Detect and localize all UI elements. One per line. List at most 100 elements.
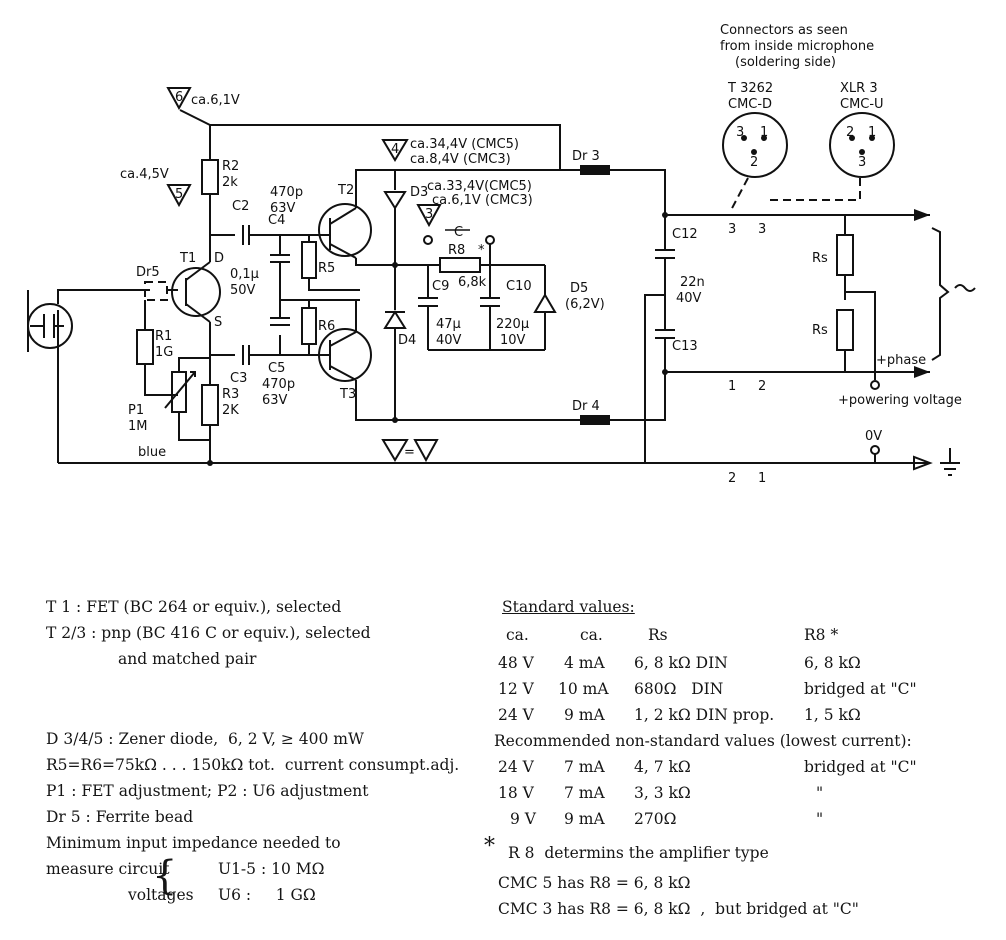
test-point-3-icon [416, 204, 442, 228]
std-voltage: 48 V [498, 654, 534, 672]
rec-voltage: 18 V [498, 784, 534, 802]
resistor-rs-bottom [836, 309, 854, 351]
std-current: 9 mA [564, 706, 605, 724]
tri-label-6: 6 [175, 90, 183, 105]
test-point-5-icon [166, 184, 192, 208]
capacitor-c12 [655, 215, 675, 295]
label-c4: C4 [268, 213, 285, 228]
brace-icon: { [152, 853, 178, 899]
std-rs: 6, 8 kΩ DIN [634, 654, 728, 672]
recommended-heading: Recommended non-standard values (lowest … [494, 732, 912, 750]
test-point-4-icon [381, 139, 409, 162]
c10-voltage: 10V [500, 333, 526, 348]
resistor-r1 [136, 329, 154, 365]
label-powering-voltage: +powering voltage [838, 393, 962, 408]
resistor-r3 [201, 384, 219, 426]
pin-label: 3 [736, 125, 744, 140]
value-r2: 2k [222, 175, 238, 190]
pin-2-ground: 2 [728, 471, 736, 486]
tri-label-4: 4 [391, 142, 399, 157]
tri-label-5: 5 [175, 187, 183, 202]
zener-d5 [533, 265, 557, 350]
label-dr4: Dr 4 [572, 399, 600, 414]
label-c12: C12 [672, 227, 698, 242]
connector-t3262-icon [722, 112, 788, 178]
c5-voltage: 63V [262, 393, 288, 408]
rec-rs: 3, 3 kΩ [634, 784, 691, 802]
note-t1: T 1 : FET (BC 264 or equiv.), selected [46, 598, 342, 616]
capacitor-c9 [418, 265, 438, 350]
pin-label: 2 [846, 125, 854, 140]
ref-triangle-icon [381, 439, 409, 462]
rec-voltage: 9 V [510, 810, 536, 828]
connector-note-2: from inside microphone [720, 39, 874, 54]
std-rs: 1, 2 kΩ DIN prop. [634, 706, 775, 724]
rec-current: 7 mA [564, 784, 605, 802]
pin-label: 1 [760, 125, 768, 140]
label-c5: C5 [268, 361, 285, 376]
connector-note-1: Connectors as seen [720, 23, 848, 38]
ground-icon [940, 448, 960, 476]
capacitor-c10 [480, 265, 500, 350]
pin-1: 1 [728, 379, 736, 394]
r8-star: * [478, 243, 485, 258]
resistor-r2 [201, 159, 219, 195]
connector-left-name: T 3262 [727, 81, 773, 96]
test-point-6-icon [166, 87, 192, 111]
rec-current: 9 mA [564, 810, 605, 828]
choke-dr4 [580, 415, 610, 425]
label-c-bridge: C [454, 225, 463, 240]
connector-left-type: CMC-D [728, 97, 772, 112]
c5-value: 470p [262, 377, 295, 392]
label-c3: C3 [230, 371, 247, 386]
label-r6: R6 [318, 319, 335, 334]
std-rs: 680Ω DIN [634, 680, 724, 698]
col-ca-voltage: ca. [506, 626, 529, 644]
value-r8: 6,8k [458, 275, 487, 290]
pin-label: 1 [868, 125, 876, 140]
standard-heading: Standard values: [502, 598, 635, 616]
std-r8: bridged at "C" [804, 680, 917, 698]
cmid-voltage: 50V [230, 283, 256, 298]
connector-note-3: (soldering side) [735, 55, 836, 70]
voltage-6: ca.6,1V [191, 93, 240, 108]
label-r8: R8 [448, 243, 465, 258]
voltage-4-cmc5: ca.34,4V (CMC5) [410, 137, 519, 152]
pin-1-ground: 1 [758, 471, 766, 486]
choke-dr3 [580, 165, 610, 175]
voltage-3-cmc3: ca.6,1V (CMC3) [432, 193, 533, 208]
value-r1: 1G [155, 345, 173, 360]
std-r8: 6, 8 kΩ [804, 654, 861, 672]
pin-3a: 3 [728, 222, 736, 237]
note-voltages: voltages [128, 886, 194, 904]
note-u6: U6 : 1 GΩ [218, 886, 316, 904]
note-cmc5: CMC 5 has R8 = 6, 8 kΩ [498, 874, 691, 892]
note-zener: D 3/4/5 : Zener diode, 6, 2 V, ≥ 400 mW [46, 730, 364, 748]
label-t3: T3 [339, 387, 356, 402]
label-p1: P1 [128, 403, 144, 418]
label-c9: C9 [432, 279, 449, 294]
std-voltage: 24 V [498, 706, 534, 724]
label-rs-bottom: Rs [812, 323, 828, 338]
rec-current: 7 mA [564, 758, 605, 776]
std-voltage: 12 V [498, 680, 534, 698]
note-measure: measure circuit [46, 860, 170, 878]
voltage-3-cmc5: ca.33,4V(CMC5) [427, 179, 532, 194]
label-rs-top: Rs [812, 251, 828, 266]
capacitor-c13 [655, 295, 675, 372]
circuit-schematic: ca.6,1V ca.4,5V ca.34,4V (CMC5) ca.8,4V … [27, 23, 976, 486]
c4-voltage: 63V [270, 201, 296, 216]
connector-xlr3-icon [829, 112, 895, 178]
rec-r8: " [816, 784, 824, 802]
triangle-equal: = [404, 445, 415, 460]
c10-value: 220µ [496, 317, 529, 332]
voltage-4-cmc3: ca.8,4V (CMC3) [410, 152, 511, 167]
label-blue: blue [138, 445, 166, 460]
label-dr3: Dr 3 [572, 149, 600, 164]
zero-volt-label: 0V [865, 429, 882, 444]
pin-label: 3 [858, 155, 866, 170]
note-cmc3: CMC 3 has R8 = 6, 8 kΩ , but bridged at … [498, 900, 859, 918]
fet-t1-symbol [171, 267, 221, 317]
label-phase: +phase [876, 353, 926, 368]
rec-r8: " [816, 810, 824, 828]
